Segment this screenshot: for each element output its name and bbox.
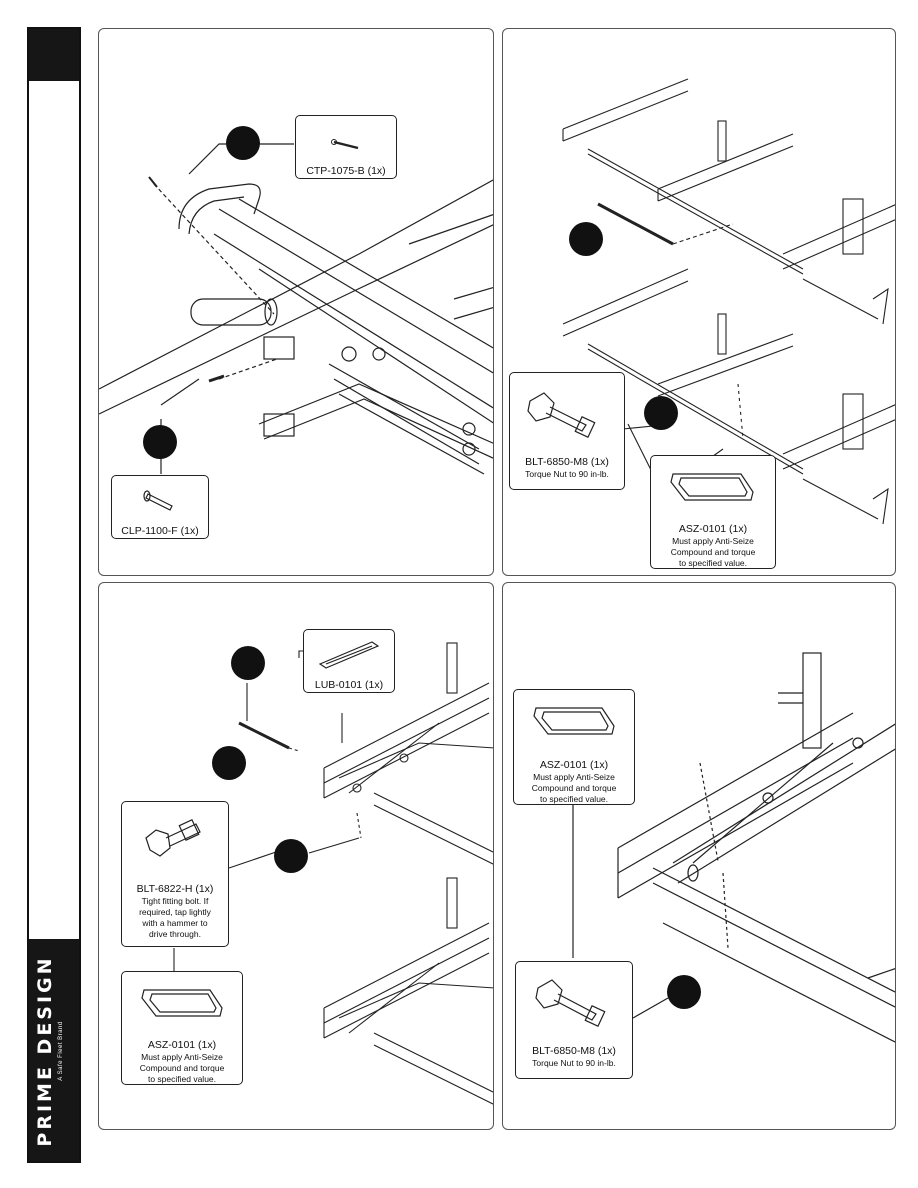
rack-pivot-illustration: [173, 642, 493, 1105]
part-note: Must apply Anti-Seize: [533, 772, 615, 782]
part-callout-clp-1100-f: CLP-1100-F (1x): [111, 475, 209, 539]
rack-pivot-closeup-illustration: [572, 652, 895, 1043]
step-marker: [143, 425, 177, 459]
part-note: Compound and torque: [531, 783, 617, 793]
panel-step-bottom-right: ASZ-0101 (1x) Must apply Anti-Seize Comp…: [502, 582, 896, 1130]
part-note: Must apply Anti-Seize: [141, 1052, 223, 1062]
part-label: CTP-1075-B (1x): [306, 165, 386, 177]
part-note: Compound and torque: [670, 547, 756, 557]
step-marker: [274, 839, 308, 873]
panel-step-top-left: CTP-1075-B (1x) CLP-1100-F (1x): [98, 28, 494, 576]
part-note: with a hammer to: [142, 918, 208, 928]
part-note: Torque Nut to 90 in-lb.: [525, 469, 609, 479]
brand-logo: PRIME DESIGN A Safe Fleet Brand: [34, 951, 74, 1151]
part-label: BLT-6850-M8 (1x): [532, 1045, 616, 1057]
step-marker: [226, 126, 260, 160]
part-note: Compound and torque: [139, 1063, 225, 1073]
step-marker: [667, 975, 701, 1009]
hex-bolt-icon: [145, 818, 201, 857]
sidebar-header-block: [29, 29, 79, 81]
step-marker: [569, 222, 603, 256]
anti-seize-packet-icon: [533, 707, 615, 735]
part-label: ASZ-0101 (1x): [539, 759, 609, 771]
part-callout-blt-6850-m8: BLT-6850-M8 (1x) Torque Nut to 90 in-lb.: [509, 372, 625, 490]
brand-name: PRIME DESIGN: [34, 955, 56, 1147]
hex-bolt-icon: [527, 392, 596, 439]
lubricant-packet-icon: [318, 641, 380, 669]
part-label: ASZ-0101 (1x): [147, 1039, 217, 1051]
clevis-pin-icon: [143, 490, 173, 511]
step-marker: [644, 396, 678, 430]
hex-bolt-icon: [535, 979, 606, 1028]
part-label: BLT-6850-M8 (1x): [525, 456, 609, 468]
part-note: to specified value.: [539, 794, 609, 804]
part-note: Torque Nut to 90 in-lb.: [532, 1058, 616, 1068]
anti-seize-packet-icon: [670, 473, 754, 501]
cotter-pin-icon: [331, 139, 359, 150]
anti-seize-packet-icon: [141, 989, 223, 1017]
part-label: BLT-6822-H (1x): [136, 883, 214, 895]
part-label: ASZ-0101 (1x): [678, 523, 748, 535]
rack-clevis-illustration: [99, 143, 493, 475]
part-note: Must apply Anti-Seize: [672, 536, 754, 546]
sidebar-logo-block: PRIME DESIGN A Safe Fleet Brand: [29, 939, 79, 1161]
part-callout-asz-0101: ASZ-0101 (1x) Must apply Anti-Seize Comp…: [121, 971, 243, 1085]
part-callout-lub-0101: LUB-0101 (1x): [303, 629, 395, 693]
panel-step-bottom-left: LUB-0101 (1x) BLT-6822-H (1x) Tight fitt…: [98, 582, 494, 1130]
part-note: required, tap lightly: [139, 907, 211, 917]
step-marker: [212, 746, 246, 780]
part-callout-asz-0101: ASZ-0101 (1x) Must apply Anti-Seize Comp…: [513, 689, 635, 805]
brand-sidebar: PRIME DESIGN A Safe Fleet Brand: [27, 27, 81, 1163]
part-note: Tight fitting bolt. If: [141, 896, 209, 906]
step-marker: [231, 646, 265, 680]
part-label: LUB-0101 (1x): [314, 679, 384, 691]
part-callout-blt-6850-m8: BLT-6850-M8 (1x) Torque Nut to 90 in-lb.: [515, 961, 633, 1079]
part-note: to specified value.: [678, 558, 748, 568]
brand-tagline: A Safe Fleet Brand: [58, 1021, 64, 1081]
part-note: drive through.: [149, 929, 201, 939]
part-label: CLP-1100-F (1x): [121, 525, 199, 537]
part-callout-asz-0101: ASZ-0101 (1x) Must apply Anti-Seize Comp…: [650, 455, 776, 569]
part-callout-ctp-1075-b: CTP-1075-B (1x): [295, 115, 397, 179]
part-callout-blt-6822-h: BLT-6822-H (1x) Tight fitting bolt. If r…: [121, 801, 229, 947]
part-note: to specified value.: [147, 1074, 217, 1084]
panel-step-top-right: BLT-6850-M8 (1x) Torque Nut to 90 in-lb.…: [502, 28, 896, 576]
